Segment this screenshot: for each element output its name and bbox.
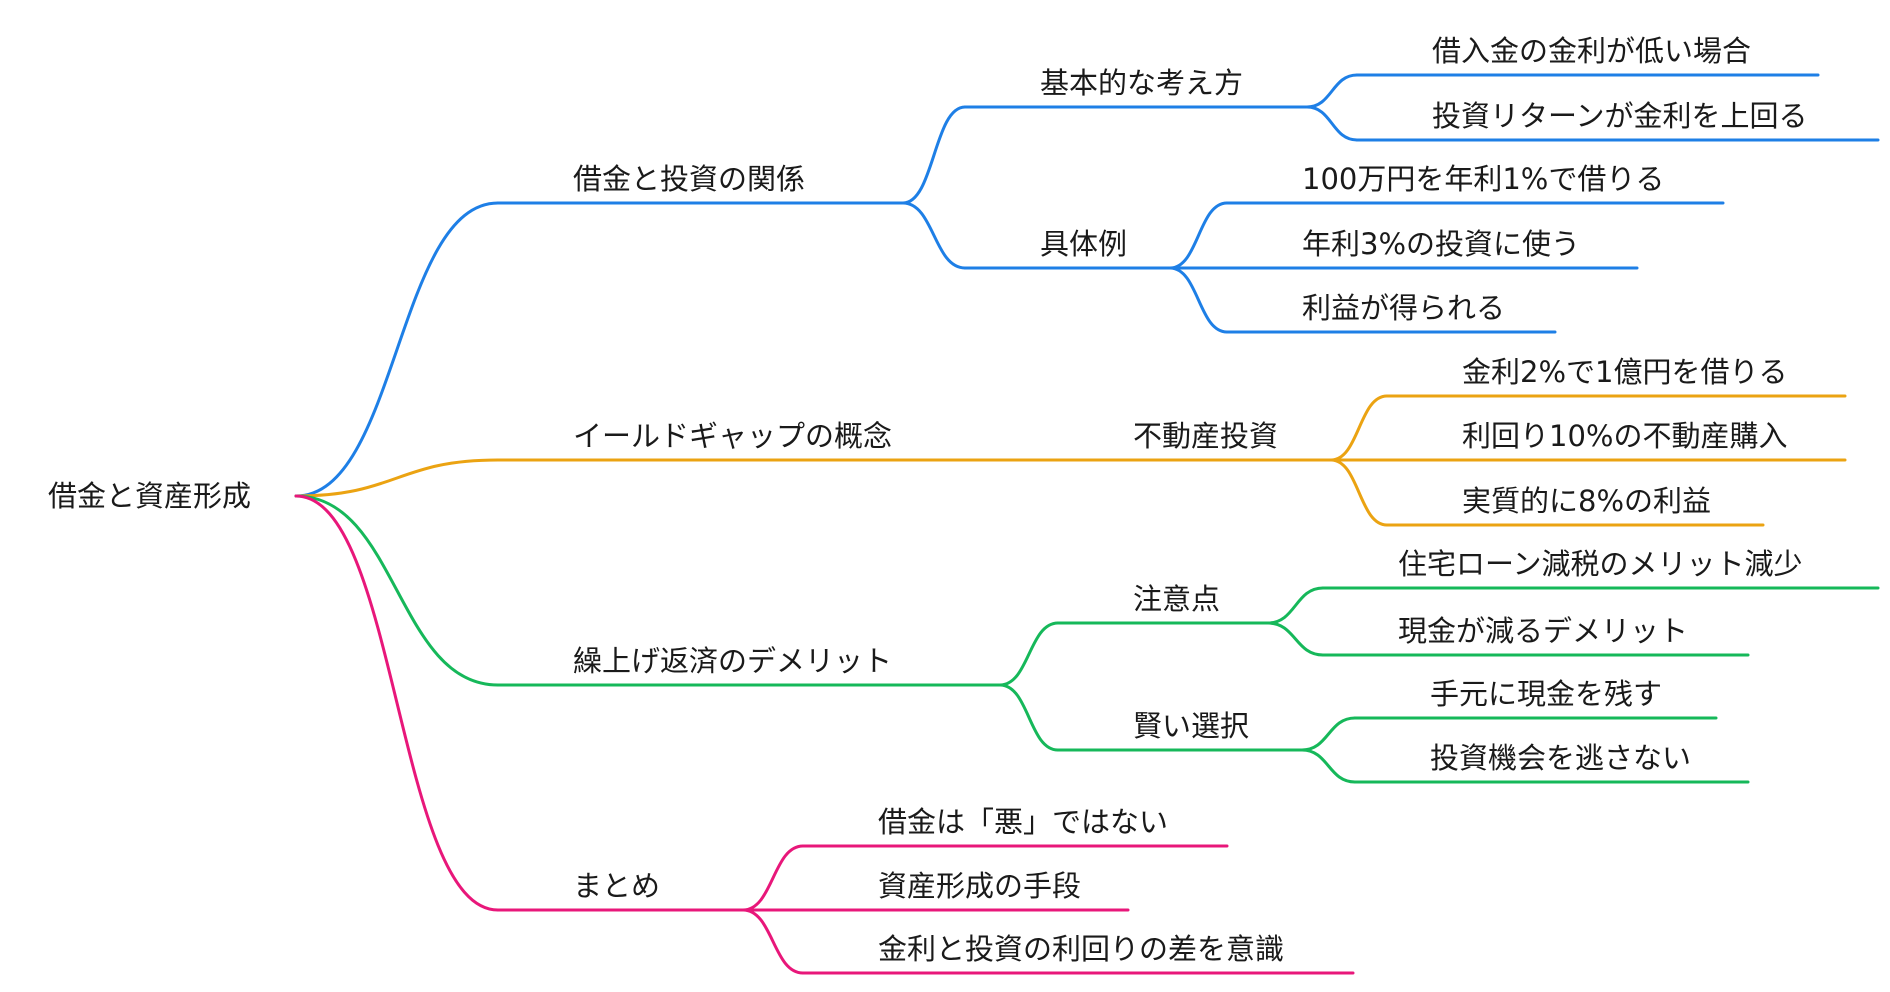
edge-branch-0-to-sub-0 — [901, 105, 967, 205]
leaf-node-0-0-0[interactable]: 借入金の金利が低い場合 — [1432, 34, 1751, 68]
branch-node-2[interactable]: 繰上げ返済のデメリット — [573, 644, 892, 678]
sub-node-3-1[interactable]: 資産形成の手段 — [878, 869, 1081, 903]
leaf-node-1-0-2[interactable]: 実質的に8%の利益 — [1462, 484, 1711, 518]
edge-root-to-branch-2 — [294, 494, 500, 687]
edge-sub-1-0-to-leaf-0 — [1329, 394, 1389, 462]
leaf-node-1-0-1[interactable]: 利回り10%の不動産購入 — [1462, 419, 1787, 453]
edge-branch-0-to-sub-1 — [901, 201, 967, 270]
edge-sub-2-1-to-leaf-0 — [1300, 716, 1357, 752]
edge-root-to-branch-1 — [294, 458, 500, 498]
leaf-node-0-1-1[interactable]: 年利3%の投資に使う — [1302, 227, 1580, 261]
branch-node-1[interactable]: イールドギャップの概念 — [573, 419, 892, 453]
sub-node-1-0[interactable]: 不動産投資 — [1133, 419, 1278, 453]
sub-node-0-1[interactable]: 具体例 — [1040, 227, 1127, 261]
root-node-label[interactable]: 借金と資産形成 — [48, 479, 251, 513]
edges-layer — [294, 73, 1880, 975]
edge-sub-0-0-to-leaf-0 — [1305, 73, 1359, 109]
edge-branch-3-to-sub-2 — [741, 908, 805, 975]
edge-sub-0-0-to-leaf-1 — [1305, 105, 1359, 142]
edge-sub-0-1-to-leaf-2 — [1168, 266, 1229, 334]
edge-root-to-branch-3 — [294, 494, 500, 912]
leaf-node-2-1-0[interactable]: 手元に現金を残す — [1430, 677, 1662, 711]
sub-node-0-0[interactable]: 基本的な考え方 — [1040, 66, 1243, 100]
edge-branch-2-to-sub-0 — [998, 621, 1060, 687]
sub-node-2-1[interactable]: 賢い選択 — [1133, 709, 1249, 743]
edge-sub-2-0-to-leaf-0 — [1266, 586, 1325, 625]
sub-node-3-0[interactable]: 借金は「悪」ではない — [878, 805, 1168, 839]
sub-node-3-2[interactable]: 金利と投資の利回りの差を意識 — [878, 932, 1284, 966]
leaf-node-2-0-0[interactable]: 住宅ローン減税のメリット減少 — [1398, 547, 1803, 581]
branch-node-0[interactable]: 借金と投資の関係 — [573, 162, 805, 196]
edge-branch-2-to-sub-1 — [998, 683, 1060, 752]
edge-sub-2-0-to-leaf-1 — [1266, 621, 1325, 657]
nodes-layer: 借金と資産形成 借金と投資の関係 基本的な考え方 借入金の金利が低い場合投資リターンが… — [48, 34, 1808, 966]
edge-sub-1-0-to-leaf-2 — [1329, 458, 1389, 527]
edge-sub-0-1-to-leaf-0 — [1168, 201, 1229, 270]
leaf-node-2-1-1[interactable]: 投資機会を逃さない — [1430, 741, 1691, 775]
leaf-node-2-0-1[interactable]: 現金が減るデメリット — [1398, 614, 1688, 648]
branch-node-3[interactable]: まとめ — [573, 869, 660, 903]
leaf-node-0-1-2[interactable]: 利益が得られる — [1302, 291, 1505, 325]
sub-node-2-0[interactable]: 注意点 — [1133, 582, 1220, 616]
edge-sub-2-1-to-leaf-1 — [1300, 748, 1357, 784]
leaf-node-0-1-0[interactable]: 100万円を年利1%で借りる — [1302, 162, 1664, 196]
edge-branch-3-to-sub-0 — [741, 844, 805, 912]
edge-root-to-branch-0 — [294, 201, 500, 498]
leaf-node-0-0-1[interactable]: 投資リターンが金利を上回る — [1432, 99, 1808, 133]
leaf-node-1-0-0[interactable]: 金利2%で1億円を借りる — [1462, 355, 1787, 389]
